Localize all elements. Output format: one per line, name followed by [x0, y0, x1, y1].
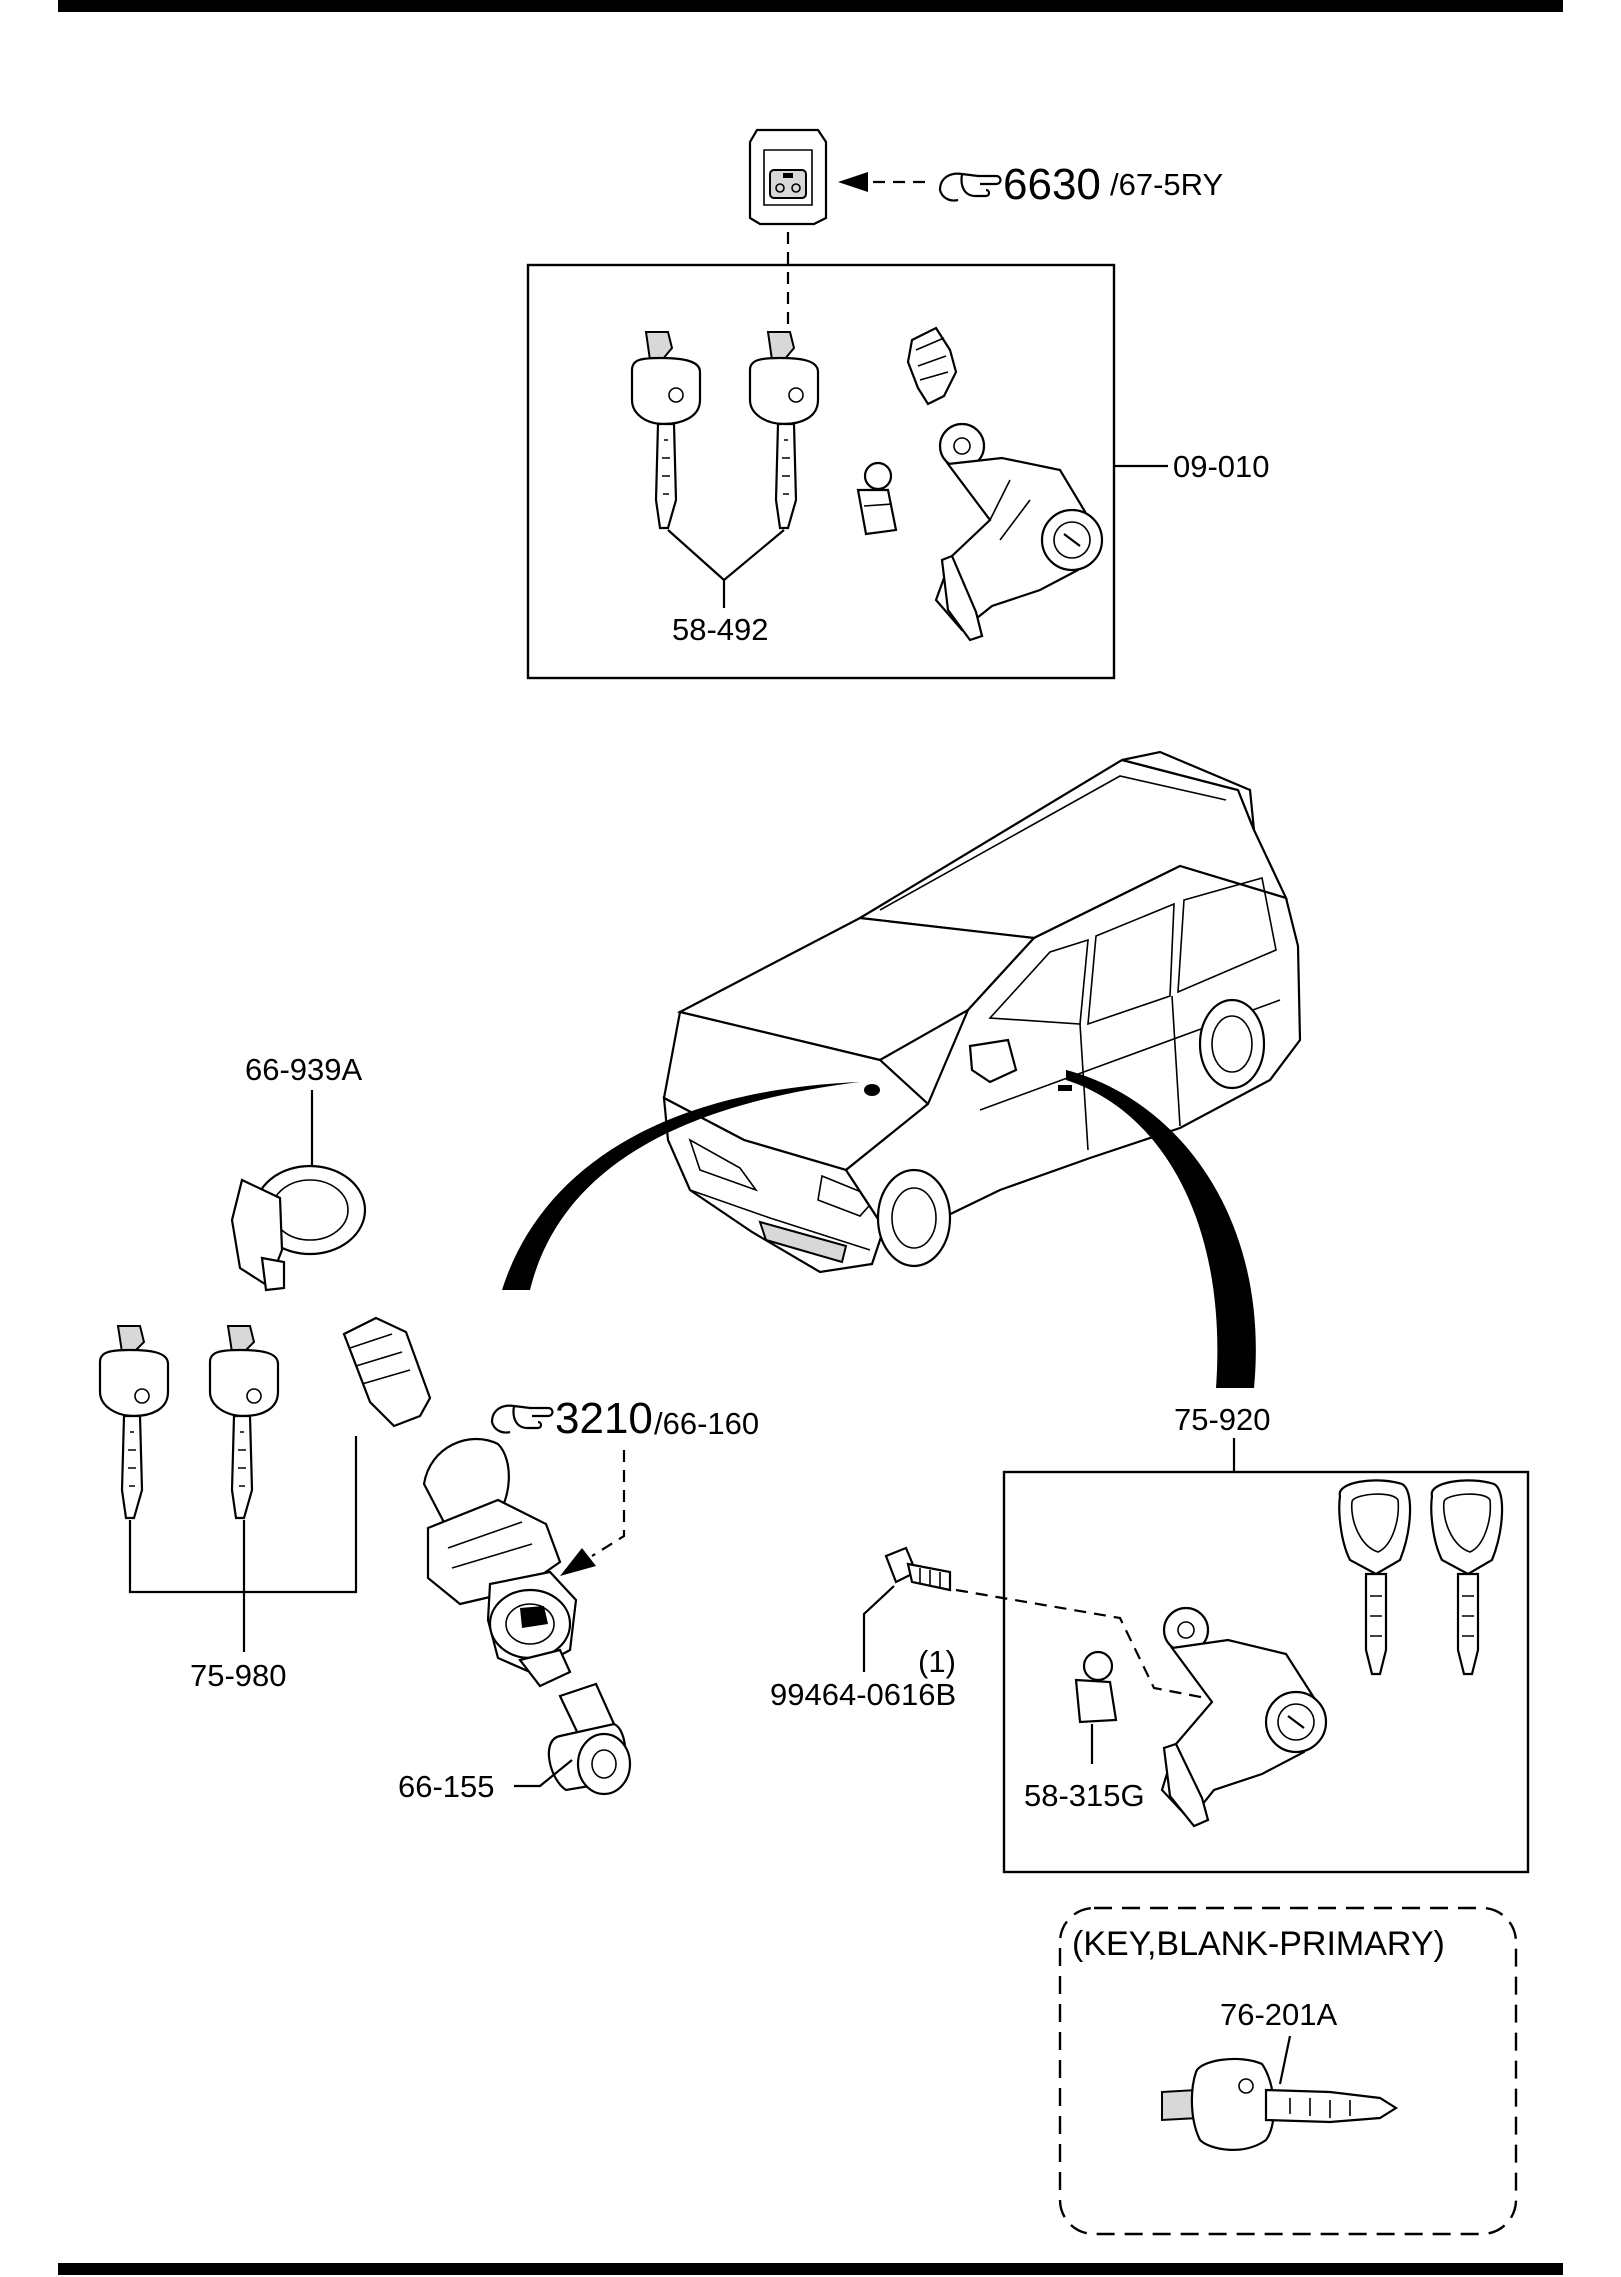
part-58-315G-label[interactable]: 58-315G: [1024, 1778, 1145, 1813]
ref-3210-number[interactable]: 3210: [555, 1394, 653, 1443]
pointing-hand-icon: [490, 1404, 554, 1434]
door-pointer-swoosh: [1066, 1070, 1256, 1388]
part-09-010-label[interactable]: 09-010: [1173, 449, 1270, 484]
part-76-201A-label[interactable]: 76-201A: [1220, 1997, 1338, 2032]
leader-66-155: [514, 1759, 573, 1788]
remote-key-fob: [748, 128, 828, 226]
kit-09-010-box: [526, 263, 1116, 680]
door-lock-assembly-top: [934, 422, 1104, 642]
bottom-border-bar: [58, 2263, 1563, 2275]
bolt-99464: [884, 1546, 952, 1592]
blank-key-right-2: [1430, 1479, 1504, 1676]
leader-99464: [862, 1585, 895, 1672]
key-left-1: [98, 1325, 170, 1520]
bolt-to-lock-line: [955, 1588, 1207, 1700]
ref-6630-suffix[interactable]: /67-5RY: [1110, 167, 1223, 202]
part-58-492-label[interactable]: 58-492: [672, 612, 769, 647]
arrow-3210: [591, 1450, 626, 1557]
ignition-switch-assembly: [422, 1437, 578, 1688]
ref-3210-suffix[interactable]: /66-160: [654, 1406, 759, 1441]
part-75-920-label[interactable]: 75-920: [1174, 1402, 1271, 1437]
key-blank-primary-note[interactable]: (KEY,BLANK-PRIMARY): [1072, 1925, 1445, 1963]
part-75-980-label[interactable]: 75-980: [190, 1658, 287, 1693]
key-cylinder-66-155: [547, 1682, 632, 1796]
immobilizer-coil: [230, 1164, 367, 1292]
arrowhead-6630: [838, 172, 868, 192]
lock-cylinder-small: [906, 326, 958, 406]
key-blank-primary-box: [1058, 1906, 1518, 2236]
ref-6630-number[interactable]: 6630: [1003, 160, 1101, 209]
leader-75-980: [128, 1436, 358, 1652]
vehicle-illustration: [662, 750, 1302, 1274]
transponder-clip-right: [1074, 1650, 1118, 1724]
leader-58-492: [667, 529, 785, 608]
key-left-2: [208, 1325, 280, 1520]
transponder-clip-top: [856, 461, 898, 536]
leader-76-201A: [1278, 2035, 1292, 2085]
pointing-hand-icon: [938, 172, 1002, 202]
ignition-barrel: [342, 1316, 432, 1428]
part-66-155-label[interactable]: 66-155: [398, 1769, 495, 1804]
top-border-bar: [58, 0, 1563, 12]
qty-99464-label[interactable]: (1): [918, 1644, 956, 1679]
ignition-pointer-swoosh: [502, 1082, 860, 1290]
part-99464-label[interactable]: 99464-0616B: [770, 1677, 956, 1712]
key-top-right: [748, 331, 820, 530]
blank-key-right-1: [1338, 1479, 1412, 1676]
key-blank-primary: [1161, 2057, 1399, 2151]
key-top-left: [630, 331, 702, 530]
part-66-939A-label[interactable]: 66-939A: [245, 1052, 363, 1087]
kit-75-920-box: [1002, 1470, 1530, 1874]
arrowhead-3210: [560, 1548, 596, 1576]
door-lock-assembly-right: [1160, 1606, 1328, 1828]
